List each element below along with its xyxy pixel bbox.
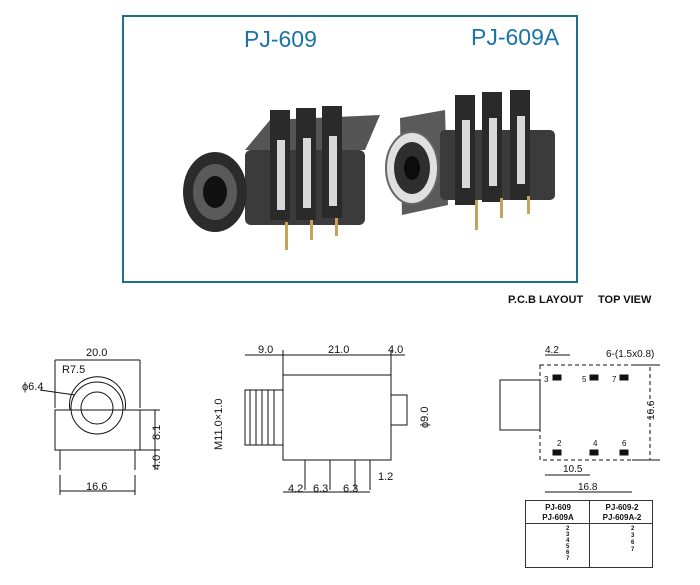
jack-photo-pj609a: [385, 90, 555, 230]
table-r1c1: PJ-609: [545, 503, 571, 512]
pcb-top-label: 4.2: [545, 345, 559, 356]
front-height-label: 8.1: [151, 425, 163, 440]
front-leg-label: 4.0: [151, 455, 163, 470]
pcb-pin-7: 7: [612, 375, 617, 384]
front-width-label: 20.0: [86, 347, 107, 359]
pcb-pin-5: 5: [582, 375, 587, 384]
jack-photo-pj609: [183, 106, 380, 250]
model-label-pj609a: PJ-609A: [471, 24, 560, 50]
side-body-label: 21.0: [328, 344, 349, 356]
front-hole-label: ϕ6.4: [22, 381, 43, 393]
table-r2c1: PJ-609A: [542, 513, 574, 522]
top-view-heading: TOP VIEW: [598, 294, 652, 306]
front-pin-span-label: 16.6: [86, 481, 107, 493]
model-label-pj609: PJ-609: [244, 26, 317, 52]
pcb-pin-2: 2: [557, 439, 562, 448]
front-radius-label: R7.5: [62, 364, 85, 376]
side-pitch-4: 1.2: [378, 471, 393, 483]
pcb-mid-label: 10.5: [563, 464, 583, 475]
pcb-pin-6: 6: [622, 439, 627, 448]
pcb-pin-3: 3: [544, 375, 549, 384]
front-view-drawing: [39, 359, 160, 495]
pcb-holes-label: 6-(1.5x0.8): [606, 349, 654, 360]
pcb-total-label: 16.8: [578, 482, 598, 493]
pcb-layout-heading: P.C.B LAYOUT: [508, 294, 584, 306]
pcb-layout-drawing: [499, 354, 660, 493]
pcb-height-label: 16.6: [646, 400, 657, 420]
side-view-drawing: [244, 350, 408, 493]
side-front-label: 9.0: [258, 344, 273, 356]
side-pitch-1: 4.2: [288, 483, 303, 495]
side-pitch-2: 6.3: [313, 483, 328, 495]
side-pitch-3: 6.3: [343, 483, 358, 495]
table-r2c2: PJ-609A-2: [602, 513, 642, 522]
side-rear-label: 4.0: [388, 344, 403, 356]
table-r1c2: PJ-609-2: [605, 503, 639, 512]
side-dia-label: ϕ9.0: [419, 407, 431, 428]
pcb-pin-4: 4: [593, 439, 598, 448]
side-thread-label: M11.0×1.0: [213, 399, 225, 450]
